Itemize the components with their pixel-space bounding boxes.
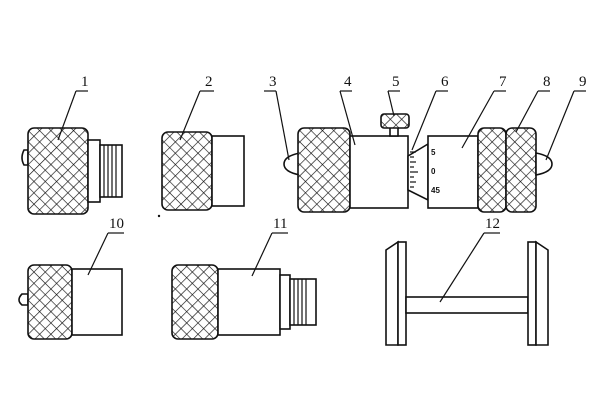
label-8: 8 [543,74,551,90]
label-12: 12 [485,216,500,232]
part-4-sleeve [349,135,409,209]
part-1-knurled-nut [21,127,123,215]
scale-ticks [410,151,418,188]
label-6: 6 [441,74,449,90]
label-1: 1 [81,74,89,90]
label-3: 3 [269,74,277,90]
micrometer-assembly: 5 0 45 [283,113,553,213]
scale-label-5: 5 [431,148,436,157]
label-2: 2 [205,74,213,90]
part-10-knurled-sleeve-pin [18,264,123,340]
scale-label-0: 0 [431,167,436,176]
label-7: 7 [499,74,507,90]
part-11-knurled-threaded-sleeve [171,264,317,340]
stray-dot [157,214,161,218]
part-labels: 1 2 3 4 5 6 7 8 9 10 11 12 [81,74,587,232]
label-9: 9 [579,74,587,90]
part-7-thimble [427,135,479,209]
part-8-ratchet-ring-b [505,127,537,213]
part-5-lock-screw [380,113,410,137]
label-5: 5 [392,74,400,90]
part-3-anvil [283,152,301,176]
part-12-setting-standard [385,240,549,346]
label-10: 10 [109,216,124,232]
label-11: 11 [273,216,287,232]
scale-label-45: 45 [431,186,440,195]
part-8-ratchet-ring-a [477,127,507,213]
part-9-end-cap [535,152,553,176]
label-4: 4 [344,74,352,90]
part-2-knurled-sleeve [161,131,245,211]
leader-lines [57,90,586,303]
